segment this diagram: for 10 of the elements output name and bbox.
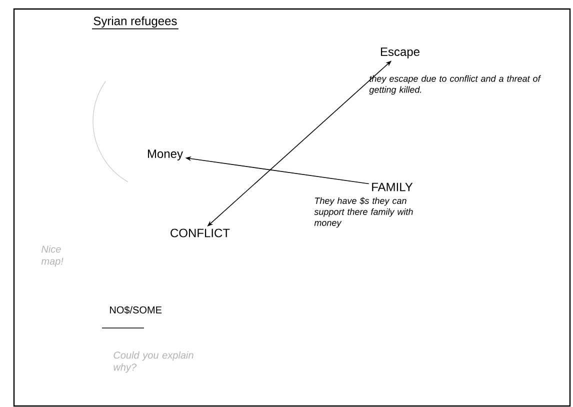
node-label: Money [148, 150, 183, 160]
node-label: CONFLICT [170, 228, 230, 238]
note-text: Nice map! [41, 245, 64, 267]
node-label: FAMILY [372, 182, 413, 192]
note-text: NO$/SOME [110, 306, 162, 314]
note-text: they escape due to conflict and a threat of getting killed. [369, 75, 542, 95]
node-label: Escape [380, 48, 420, 58]
title: Syrian refugees [92, 16, 179, 30]
note-text: Could you explain why? [114, 351, 194, 373]
note-text: They have $s they can support there family with money [314, 197, 413, 228]
